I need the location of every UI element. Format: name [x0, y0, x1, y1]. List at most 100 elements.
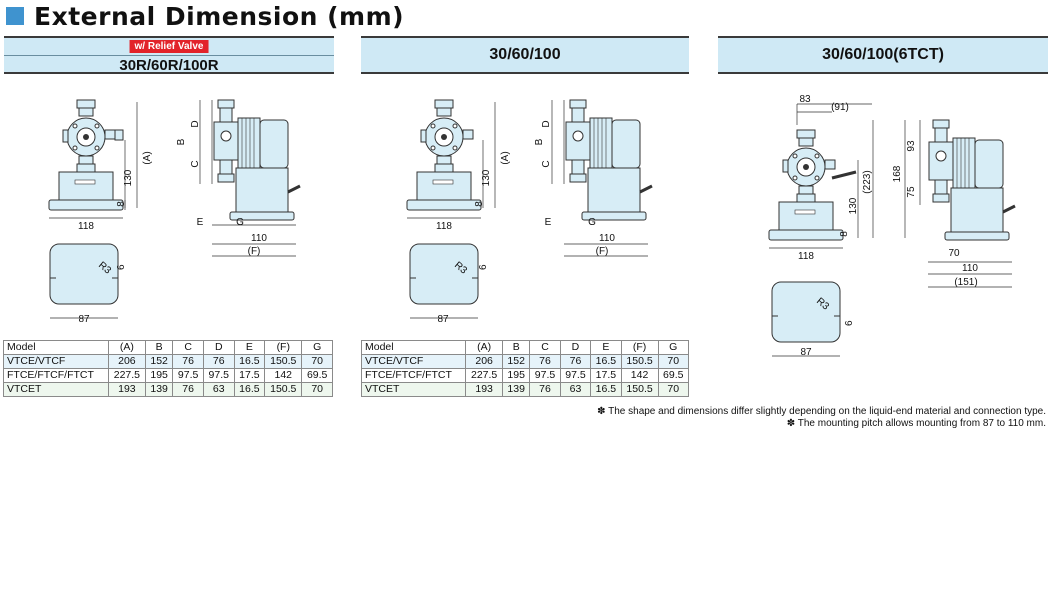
dim-70: 70 — [948, 248, 960, 259]
dim-110-b: 110 — [599, 233, 615, 244]
dim-f-b: (F) — [596, 246, 609, 257]
dim-6-c: 6 — [844, 320, 855, 326]
footnotes: ✽ The shape and dimensions differ slight… — [597, 406, 1046, 430]
dim-a-b: (A) — [500, 151, 511, 164]
cell: 70 — [657, 382, 690, 397]
footprint-6tct — [771, 281, 841, 357]
cell: 70 — [657, 354, 690, 369]
table-row: FTCE/FTCF/FTCT 227.5 195 97.5 97.5 17.5 … — [3, 368, 333, 383]
page-title-text: External Dimension (mm) — [34, 1, 405, 31]
cell: 150.5 — [264, 382, 303, 397]
col-b: B — [502, 340, 531, 355]
col-e: E — [590, 340, 622, 355]
dim-g-b: G — [588, 217, 596, 228]
cell: 16.5 — [590, 382, 622, 397]
cell: 17.5 — [590, 368, 622, 383]
dim-c-b: C — [541, 160, 552, 167]
cell: 76 — [172, 382, 204, 397]
cell: 76 — [172, 354, 204, 369]
cell: 63 — [202, 382, 235, 397]
dim-118: 118 — [78, 221, 94, 232]
cell: 193 — [465, 382, 504, 397]
cell: 150.5 — [620, 354, 659, 369]
col-d: D — [559, 340, 592, 355]
cell: 97.5 — [172, 368, 204, 383]
col-e: E — [233, 340, 266, 355]
cell: 142 — [620, 368, 659, 383]
dimension-table-standard: Model (A) B C D E (F) G VTCE/VTCF 206 15… — [360, 340, 690, 397]
cell: 69.5 — [301, 368, 333, 383]
dim-118-c: 118 — [798, 251, 814, 262]
dim-130-c: 130 — [848, 197, 859, 214]
dim-6-b: 6 — [478, 264, 489, 270]
page-title: External Dimension (mm) — [6, 1, 405, 31]
dim-110: 110 — [251, 233, 267, 244]
cell: 76 — [529, 382, 561, 397]
section-label-relief: 30R/60R/100R — [119, 57, 219, 74]
cell: 206 — [107, 354, 146, 369]
cell: 139 — [144, 382, 174, 397]
dim-93: 93 — [906, 140, 917, 152]
col-a: (A) — [465, 340, 504, 355]
cell: 63 — [559, 382, 592, 397]
cell: 193 — [107, 382, 146, 397]
cell: 97.5 — [202, 368, 235, 383]
dim-b-b: B — [534, 138, 545, 145]
cell: 76 — [559, 354, 592, 369]
dim-8-c: 8 — [839, 231, 850, 237]
dim-110-c: 110 — [962, 263, 978, 274]
section-label-standard: 30/60/100 — [489, 46, 561, 63]
cell-model: VTCET — [3, 382, 109, 397]
section-label-6tct: 30/60/100(6TCT) — [822, 46, 944, 63]
col-d: D — [202, 340, 235, 355]
cell-model: VTCET — [360, 382, 467, 397]
col-g: G — [301, 340, 333, 355]
cell: 76 — [202, 354, 235, 369]
cell: 195 — [502, 368, 531, 383]
col-f: (F) — [620, 340, 659, 355]
col-g: G — [657, 340, 690, 355]
side-view-6tct — [904, 118, 1017, 288]
table-row: VTCE/VTCF 206 152 76 76 16.5 150.5 70 — [360, 354, 690, 369]
cell: 16.5 — [590, 354, 622, 369]
dim-87-b: 87 — [437, 314, 449, 325]
footprint-relief — [49, 243, 119, 319]
front-view-standard — [406, 99, 496, 219]
cell: 16.5 — [233, 354, 266, 369]
dim-151: (151) — [954, 277, 977, 288]
col-c: C — [172, 340, 204, 355]
dim-g: G — [236, 217, 244, 228]
table-row: VTCET 193 139 76 63 16.5 150.5 70 — [3, 382, 333, 397]
relief-valve-part — [114, 129, 124, 141]
dim-8-b: 8 — [474, 201, 485, 207]
footnote-mounting: ✽ The mounting pitch allows mounting fro… — [786, 418, 1046, 429]
cell: 76 — [529, 354, 561, 369]
col-c: C — [529, 340, 561, 355]
title-square-icon — [6, 7, 24, 25]
dim-e-b: E — [545, 217, 552, 228]
front-view-relief — [48, 99, 138, 219]
dim-6: 6 — [116, 264, 127, 270]
cell-model: FTCE/FTCF/FTCT — [3, 368, 109, 383]
dim-c: C — [190, 160, 201, 167]
cell: 206 — [465, 354, 504, 369]
dim-d: D — [190, 120, 201, 127]
dim-8: 8 — [116, 201, 127, 207]
cell-model: FTCE/FTCF/FTCT — [360, 368, 467, 383]
dim-91: (91) — [831, 102, 849, 113]
side-view-standard — [551, 98, 654, 257]
dim-d-b: D — [541, 120, 552, 127]
cell: 97.5 — [559, 368, 592, 383]
relief-valve-badge: w/ Relief Valve — [129, 40, 209, 53]
section-header-relief: w/ Relief Valve 30R/60R/100R — [4, 36, 334, 74]
table-row: VTCET 193 139 76 63 16.5 150.5 70 — [360, 382, 690, 397]
col-a: (A) — [107, 340, 146, 355]
side-view-relief — [199, 98, 302, 257]
col-model: Model — [3, 340, 109, 355]
dim-e: E — [197, 217, 204, 228]
dim-87-c: 87 — [800, 347, 812, 358]
dim-223: (223) — [862, 170, 873, 193]
dim-118-b: 118 — [436, 221, 452, 232]
col-f: (F) — [264, 340, 303, 355]
cell: 70 — [301, 382, 333, 397]
